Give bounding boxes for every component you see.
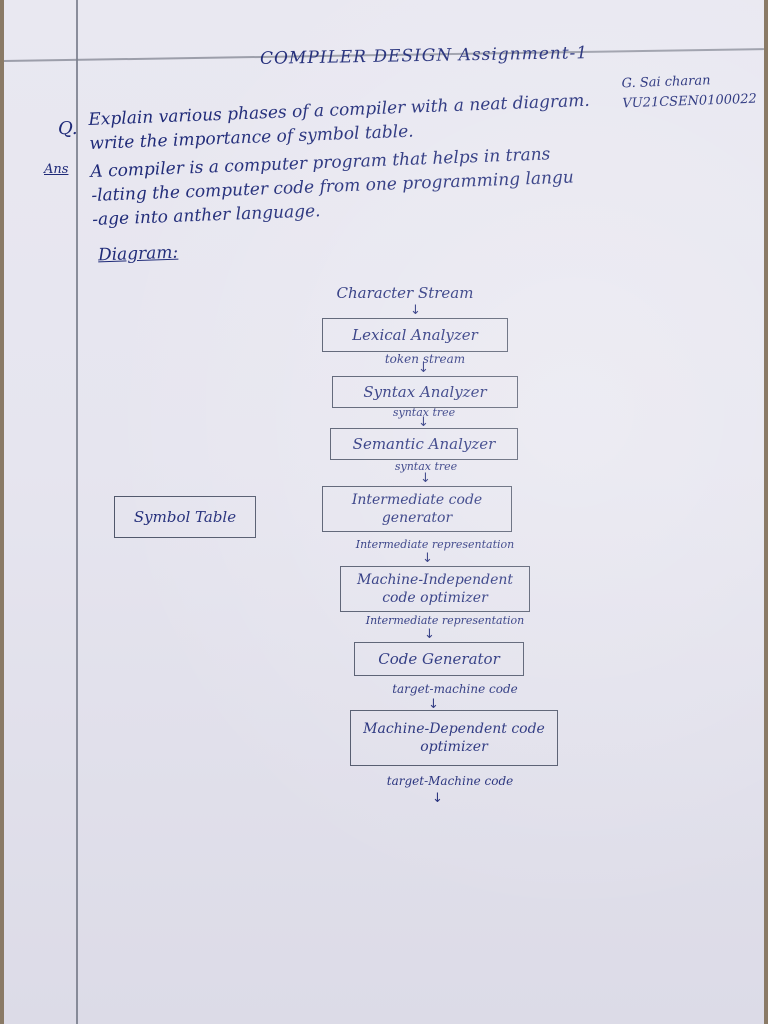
- machine-independent-optimizer-box: Machine-Independent code optimizer: [340, 566, 530, 612]
- target-machine-code-label-2: target-Machine code: [386, 774, 514, 788]
- semantic-analyzer-box: Semantic Analyzer: [330, 428, 518, 460]
- target-machine-code-label-1: target-machine code: [392, 682, 518, 696]
- arrow-down-icon: ↓: [432, 791, 443, 806]
- symbol-table-box: Symbol Table: [114, 496, 256, 538]
- syntax-tree-label-1: syntax tree: [392, 406, 456, 419]
- arrow-down-icon: ↓: [418, 361, 429, 376]
- notebook-page: COMPILER DESIGN Assignment-1 G. Sai char…: [4, 0, 764, 1024]
- intermediate-representation-label-1: Intermediate representation: [355, 538, 515, 551]
- machine-dependent-optimizer-box: Machine-Dependent code optimizer: [350, 710, 558, 766]
- diagram-label: Diagram:: [97, 242, 179, 266]
- answer-text: A compiler is a computer program that he…: [90, 141, 575, 231]
- intermediate-code-generator-box: Intermediate code generator: [322, 486, 512, 532]
- arrow-down-icon: ↓: [424, 627, 435, 642]
- token-stream-label: token stream: [384, 352, 466, 366]
- lexical-analyzer-box: Lexical Analyzer: [322, 318, 508, 352]
- flow-input-label: Character Stream: [336, 284, 474, 302]
- page-title: COMPILER DESIGN Assignment-1: [259, 43, 589, 69]
- syntax-analyzer-box: Syntax Analyzer: [332, 376, 518, 408]
- arrow-down-icon: ↓: [410, 303, 421, 318]
- arrow-down-icon: ↓: [418, 415, 429, 430]
- author-block: G. Sai charan VU21CSEN0100022: [621, 70, 757, 115]
- arrow-down-icon: ↓: [422, 551, 433, 566]
- answer-label: Ans: [44, 162, 69, 177]
- code-generator-box: Code Generator: [354, 642, 524, 676]
- syntax-tree-label-2: syntax tree: [394, 460, 458, 473]
- question-label: Q.: [58, 118, 78, 139]
- intermediate-representation-label-2: Intermediate representation: [365, 614, 525, 627]
- arrow-down-icon: ↓: [428, 697, 439, 712]
- arrow-down-icon: ↓: [420, 471, 431, 486]
- author-roll: VU21CSEN0100022: [622, 91, 758, 112]
- margin-line: [76, 0, 78, 1024]
